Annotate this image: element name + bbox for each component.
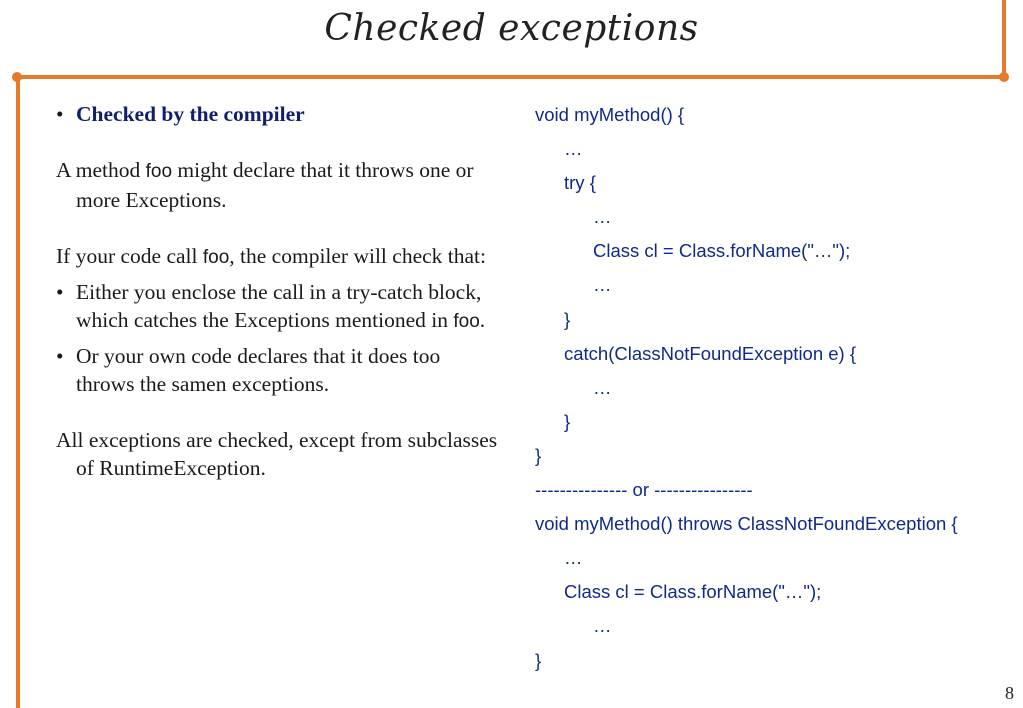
frame-left-rule [16, 75, 20, 708]
code-line: Class cl = Class.forName("…"); [564, 581, 822, 603]
code-sample: void myMethod() { … try { … Class cl = C… [535, 100, 1005, 680]
code-line: … [564, 547, 583, 569]
code-line: … [593, 376, 612, 398]
frame-top-rule [16, 75, 1006, 79]
code-line: … [593, 206, 612, 228]
bullet-glyph: • [56, 280, 64, 304]
bullet-declares-throws: • Or your own code declares that it does… [56, 344, 441, 396]
code-foo: foo [145, 161, 173, 182]
paragraph-method-declares: A method foo might declare that it throw… [56, 158, 474, 212]
code-line: … [593, 274, 612, 296]
code-line: … [593, 615, 612, 637]
left-text-column: • Checked by the compiler A method foo m… [56, 100, 501, 482]
code-line: } [535, 649, 542, 671]
code-line: void myMethod() throws ClassNotFoundExce… [535, 513, 958, 535]
frame-right-rule [1002, 0, 1006, 79]
slide-title: Checked exceptions [324, 8, 699, 49]
code-separator: --------------- or ---------------- [535, 479, 753, 501]
code-foo: foo [202, 247, 230, 268]
code-line: try { [564, 172, 596, 194]
code-line: } [535, 444, 542, 466]
code-line: … [564, 138, 583, 160]
code-line: void myMethod() { [535, 104, 685, 125]
code-line: Class cl = Class.forName("…"); [593, 240, 851, 262]
paragraph-all-checked: All exceptions are checked, except from … [56, 428, 498, 480]
code-line: catch(ClassNotFoundException e) { [564, 342, 857, 364]
bullet-enclose-try-catch: • Either you enclose the call in a try-c… [56, 280, 486, 332]
bullet-glyph: • [56, 344, 64, 368]
frame-corner-dot-left [12, 72, 22, 82]
code-line: } [564, 308, 571, 330]
code-foo: foo [453, 311, 480, 332]
bullet-checked-by-compiler: • Checked by the compiler [56, 100, 501, 128]
page-number: 8 [1005, 683, 1014, 703]
frame-corner-dot-right [999, 72, 1009, 82]
bullet-glyph: • [56, 102, 64, 126]
bullet-text: Checked by the compiler [76, 102, 305, 126]
paragraph-compiler-check: If your code call foo, the compiler will… [56, 244, 487, 268]
code-line: } [564, 410, 571, 432]
